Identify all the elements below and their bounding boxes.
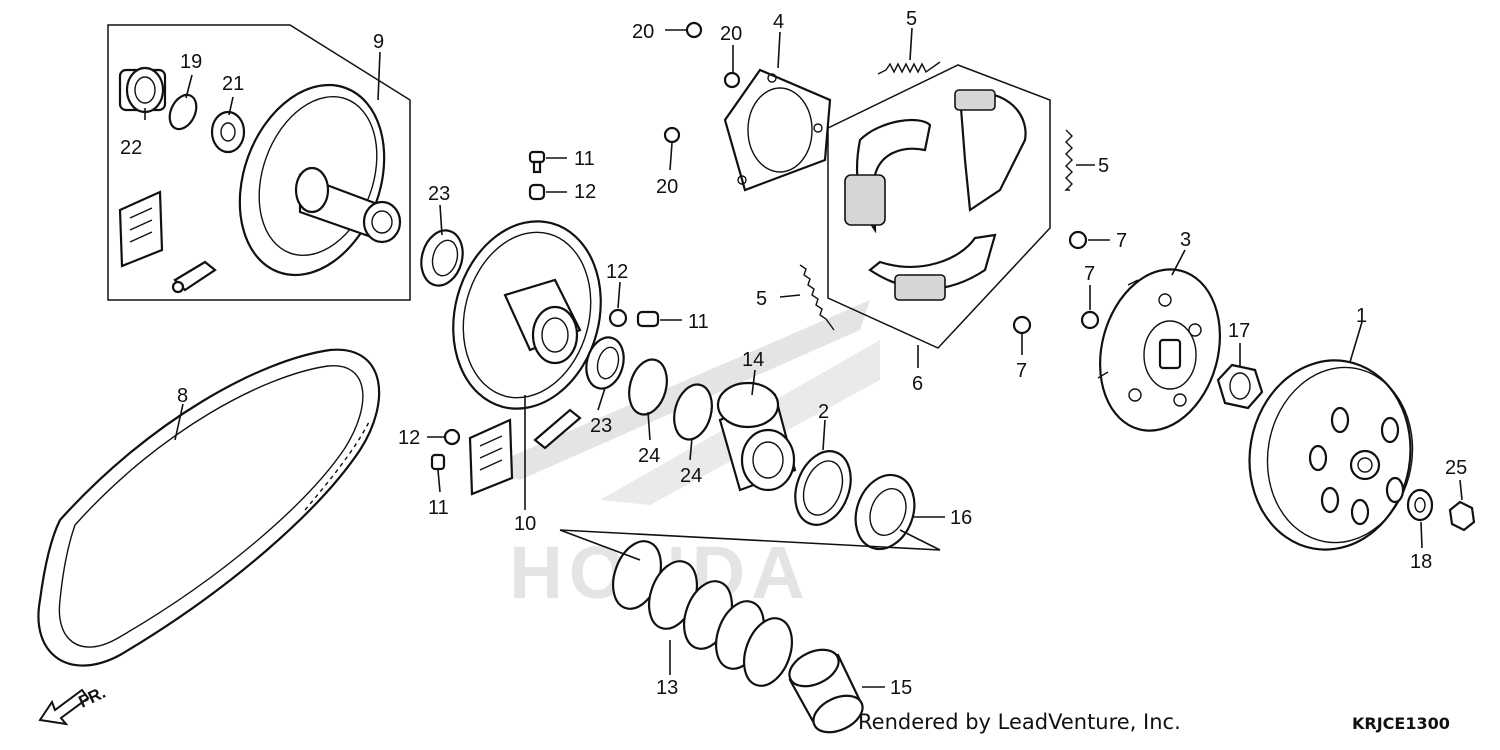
diagram-code: KRJCE1300 [1352, 714, 1450, 733]
part-5-spring-b [1064, 129, 1073, 191]
callout-23-a: 23 [428, 183, 450, 205]
part-16-oil-seal [854, 473, 916, 551]
callout-2: 2 [818, 401, 829, 423]
grease-tube-b-icon [533, 408, 582, 450]
callout-20-c: 20 [656, 176, 678, 198]
callout-23-b: 23 [590, 415, 612, 437]
callout-7-b: 7 [1084, 263, 1095, 285]
part-15-collar [788, 648, 864, 734]
callout-3: 3 [1180, 229, 1191, 251]
callout-16: 16 [950, 507, 972, 529]
part-5-spring-c [799, 264, 835, 331]
part-19-snap-ring [168, 93, 198, 131]
part-3-drive-plate [1097, 268, 1222, 432]
callout-12-c: 12 [398, 427, 420, 449]
part-7-nut-a [1068, 230, 1088, 250]
callout-25: 25 [1445, 457, 1467, 479]
part-9-driven-face [238, 83, 402, 277]
part-24-o-ring-b [673, 383, 713, 441]
part-13-spring [612, 540, 793, 687]
part-17-nut [1216, 363, 1264, 410]
part-22-needle-bearing [118, 66, 167, 114]
callout-9: 9 [373, 31, 384, 53]
callout-13: 13 [656, 677, 678, 699]
callout-21: 21 [222, 73, 244, 95]
part-5-spring-a [877, 61, 941, 75]
grease-packet-icon [118, 190, 164, 268]
front-direction-arrow-icon: FR. [38, 683, 109, 726]
part-12-roller-c [443, 428, 461, 446]
part-6-clutch-shoes [844, 89, 1027, 301]
part-6-group-box [827, 64, 1051, 349]
grease-label-icon [468, 418, 514, 496]
part-20-nut-c [663, 126, 681, 144]
part-24-o-ring-a [628, 358, 668, 416]
callout-12-b: 12 [606, 261, 628, 283]
callout-1: 1 [1356, 305, 1367, 327]
part-2-washer [794, 450, 852, 526]
part-7-nut-b [1080, 310, 1100, 330]
part-12-roller-a [528, 183, 546, 201]
grease-tube-icon [171, 260, 217, 294]
callout-15: 15 [890, 677, 912, 699]
callout-11-a: 11 [574, 148, 595, 170]
part-7-nut-c [1012, 315, 1032, 335]
callout-12-a: 12 [574, 181, 596, 203]
part-14-guide-collar [716, 381, 797, 492]
callout-5-top: 5 [906, 8, 917, 30]
part-20-nut-a [685, 21, 703, 39]
callout-4: 4 [773, 11, 784, 33]
callout-18: 18 [1410, 551, 1432, 573]
callout-7-c: 7 [1016, 360, 1027, 382]
front-direction-label: FR. [76, 683, 109, 712]
callout-labels: 1 2 3 4 5 5 5 6 7 7 7 8 9 10 11 11 11 12… [120, 8, 1467, 699]
part-11-pin-c [430, 453, 446, 471]
callout-22: 22 [120, 137, 142, 159]
callout-20-b: 20 [720, 23, 742, 45]
callout-6: 6 [912, 373, 923, 395]
part-4-clutch-plate [723, 68, 832, 192]
credit-text: Rendered by LeadVenture, Inc. [858, 710, 1181, 734]
part-23-oil-seal-a [420, 229, 464, 287]
callout-11-c: 11 [428, 497, 449, 519]
callout-10: 10 [514, 513, 536, 535]
part-21-bearing [210, 110, 246, 154]
part-25-nut [1448, 500, 1476, 532]
callout-20-a: 20 [632, 21, 654, 43]
callout-5-left: 5 [756, 288, 767, 310]
part-20-nut-b [723, 71, 741, 89]
callout-24-b: 24 [680, 465, 702, 487]
part-11-pin-a [528, 150, 546, 174]
callout-24-a: 24 [638, 445, 660, 467]
callout-14: 14 [742, 349, 764, 371]
callout-11-b: 11 [688, 311, 709, 333]
callout-19: 19 [180, 51, 202, 73]
leader-lines [144, 27, 1463, 688]
part-1-clutch-outer [1248, 359, 1414, 551]
part-11-pin-b [636, 310, 660, 328]
part-9-group-box [107, 24, 411, 301]
part-18-washer [1406, 488, 1434, 522]
callout-8: 8 [177, 385, 188, 407]
callout-17: 17 [1228, 320, 1250, 342]
part-8-drive-belt [37, 348, 381, 667]
callout-5-right: 5 [1098, 155, 1109, 177]
part-23-oil-seal-b [585, 336, 625, 390]
callout-7-a: 7 [1116, 230, 1127, 252]
part-12-roller-b [608, 308, 628, 328]
part-10-driven-pulley [452, 220, 602, 410]
